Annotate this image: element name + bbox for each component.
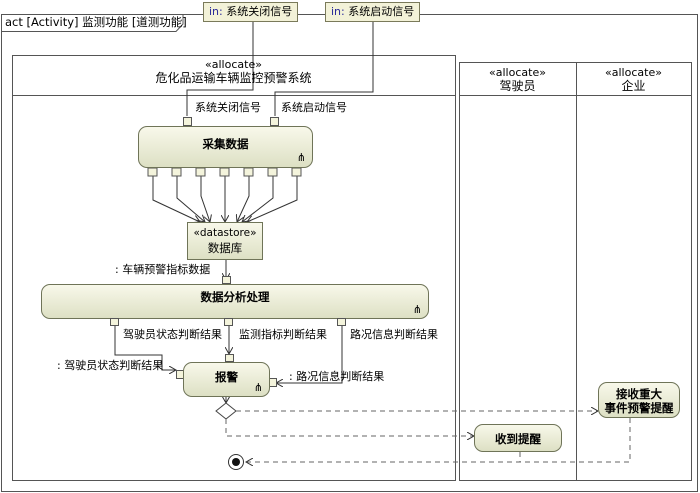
pin-start-signal [270,117,279,126]
param-kw: in: [331,5,345,18]
rake-icon: ⋔ [296,151,306,164]
partition-company-name: 企业 [621,79,646,93]
action-receive-reminder[interactable]: 收到提醒 [474,424,562,452]
action-analyze-label: 数据分析处理 [200,290,270,304]
frame-title: act [Activity] 监测功能 [道测功能] [5,15,187,29]
pin-monitor-indicator-out [224,318,233,326]
partition-system-name: 危化品运输车辆监控预警系统 [155,71,312,85]
pin-monitor-indicator-in [225,354,234,362]
flow-driver-state-in-label: : 驾驶员状态判断结果 [57,359,164,372]
flow-road-info-out-label: 路况信息判断结果 [350,328,438,341]
flow-driver-state-out-label: 驾驶员状态判断结果 [123,328,222,341]
pin-road-info-in [269,378,277,387]
action-analyze-data[interactable]: 数据分析处理 ⋔ [41,284,429,319]
pin-start-label: 系统启动信号 [281,101,347,114]
action-company-notify[interactable]: 接收重大 事件预警提醒 [598,382,680,418]
param-kw: in: [209,5,223,18]
pin-vehicle-indicator [222,276,231,284]
param-start-signal[interactable]: in: 系统启动信号 [325,2,421,22]
dashed-flows [225,411,631,462]
swimlane-borders [12,55,692,481]
flow-vehicle-indicator-label: : 车辆预警指标数据 [115,263,211,276]
action-notify-line2: 事件预警提醒 [604,401,674,415]
partition-system-stereotype: «allocate» [205,58,262,71]
rake-icon: ⋔ [253,381,263,394]
frame-title-tab [1,14,184,32]
activity-final-dot [232,458,240,466]
datastore-database[interactable]: «datastore» 数据库 [187,222,263,260]
pin-stop-signal [183,117,192,126]
partition-driver-name: 驾驶员 [499,79,536,93]
pin-road-info-out [337,318,346,326]
datastore-name: 数据库 [207,241,243,255]
partition-company-stereotype: «allocate» [605,66,662,79]
action-collect-data[interactable]: 采集数据 ⋔ [138,126,313,168]
pin-stop-label: 系统关闭信号 [195,101,261,114]
action-receive-label: 收到提醒 [495,432,541,446]
collect-output-pins [147,167,302,177]
control-flows [114,20,374,403]
decision-node[interactable] [215,402,237,420]
pin-driver-state-out [110,318,119,326]
rake-icon: ⋔ [412,303,422,316]
flow-road-info-in-label: : 路况信息判断结果 [289,370,385,383]
param-label: 系统关闭信号 [226,5,293,18]
action-collect-label: 采集数据 [202,137,249,151]
action-alarm-label: 报警 [215,370,238,384]
partition-driver-stereotype: «allocate» [489,66,546,79]
datastore-stereotype: «datastore» [193,227,257,239]
action-alarm[interactable]: 报警 ⋔ [183,362,270,397]
param-label: 系统启动信号 [348,5,415,18]
action-notify-line1: 接收重大 [616,387,662,401]
flow-monitor-indicator-out-label: 监测指标判断结果 [239,328,327,341]
param-stop-signal[interactable]: in: 系统关闭信号 [203,2,299,22]
